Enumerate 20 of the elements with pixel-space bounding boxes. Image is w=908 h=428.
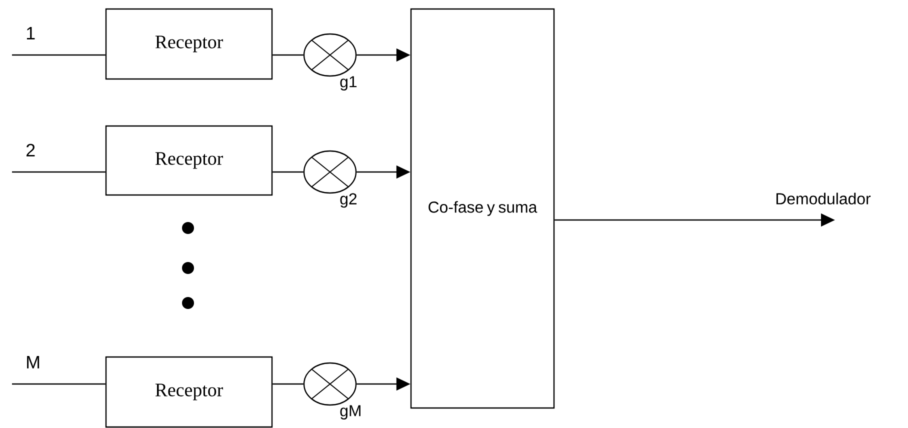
signal-label: M bbox=[27, 356, 40, 368]
signal-label: Demodulador bbox=[776, 192, 871, 204]
multiplier-symbol bbox=[303, 150, 357, 194]
line bbox=[12, 383, 106, 385]
line bbox=[272, 383, 304, 385]
receiver-box: Receptor bbox=[105, 8, 273, 80]
signal-label: 2 bbox=[26, 144, 35, 156]
line bbox=[12, 171, 106, 173]
line bbox=[12, 54, 106, 56]
gain-label: g2 bbox=[340, 193, 357, 208]
receiver-box: Receptor bbox=[105, 356, 273, 428]
gain-label: g1 bbox=[340, 76, 357, 90]
line bbox=[272, 54, 304, 56]
line bbox=[272, 171, 304, 173]
gain-label: gM bbox=[340, 405, 360, 420]
summing-block: Co-fase y suma bbox=[410, 8, 555, 409]
signal-label: 1 bbox=[26, 27, 35, 40]
receiver-box: Receptor bbox=[105, 125, 273, 196]
multiplier-symbol bbox=[303, 33, 357, 77]
multiplier-symbol bbox=[303, 362, 357, 406]
